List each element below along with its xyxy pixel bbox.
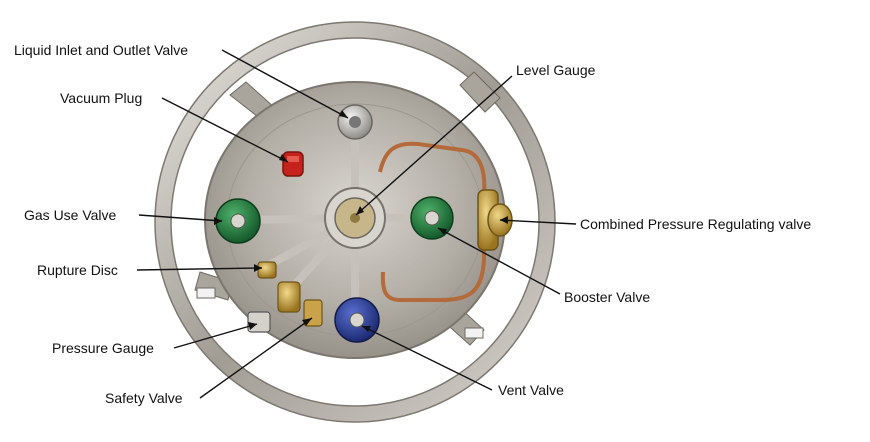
vacuum-plug-icon (282, 151, 304, 177)
label-pressure-gauge: Pressure Gauge (52, 340, 154, 356)
liquid-valve-icon (337, 104, 373, 140)
pressure-gauge-icon (247, 311, 271, 333)
support-brackets (194, 71, 501, 346)
safety-valve-icon (277, 281, 323, 327)
label-liquid-valve: Liquid Inlet and Outlet Valve (14, 42, 189, 58)
leader-arrowheads (214, 110, 508, 332)
label-vent-valve: Vent Valve (498, 382, 564, 398)
label-combined-valve: Combined Pressure Regulating valve (580, 216, 812, 232)
leader-lines (136, 49, 577, 399)
label-vacuum-plug: Vacuum Plug (60, 90, 143, 106)
label-level-gauge: Level Gauge (516, 62, 596, 78)
gas-use-valve-icon (215, 198, 261, 244)
label-booster-valve: Booster Valve (564, 289, 651, 305)
vent-valve-icon (334, 297, 380, 343)
label-safety-valve: Safety Valve (105, 390, 183, 406)
label-gas-use-valve: Gas Use Valve (24, 207, 117, 223)
label-rupture-disc: Rupture Disc (37, 262, 118, 278)
rupture-disc-icon (257, 261, 277, 279)
